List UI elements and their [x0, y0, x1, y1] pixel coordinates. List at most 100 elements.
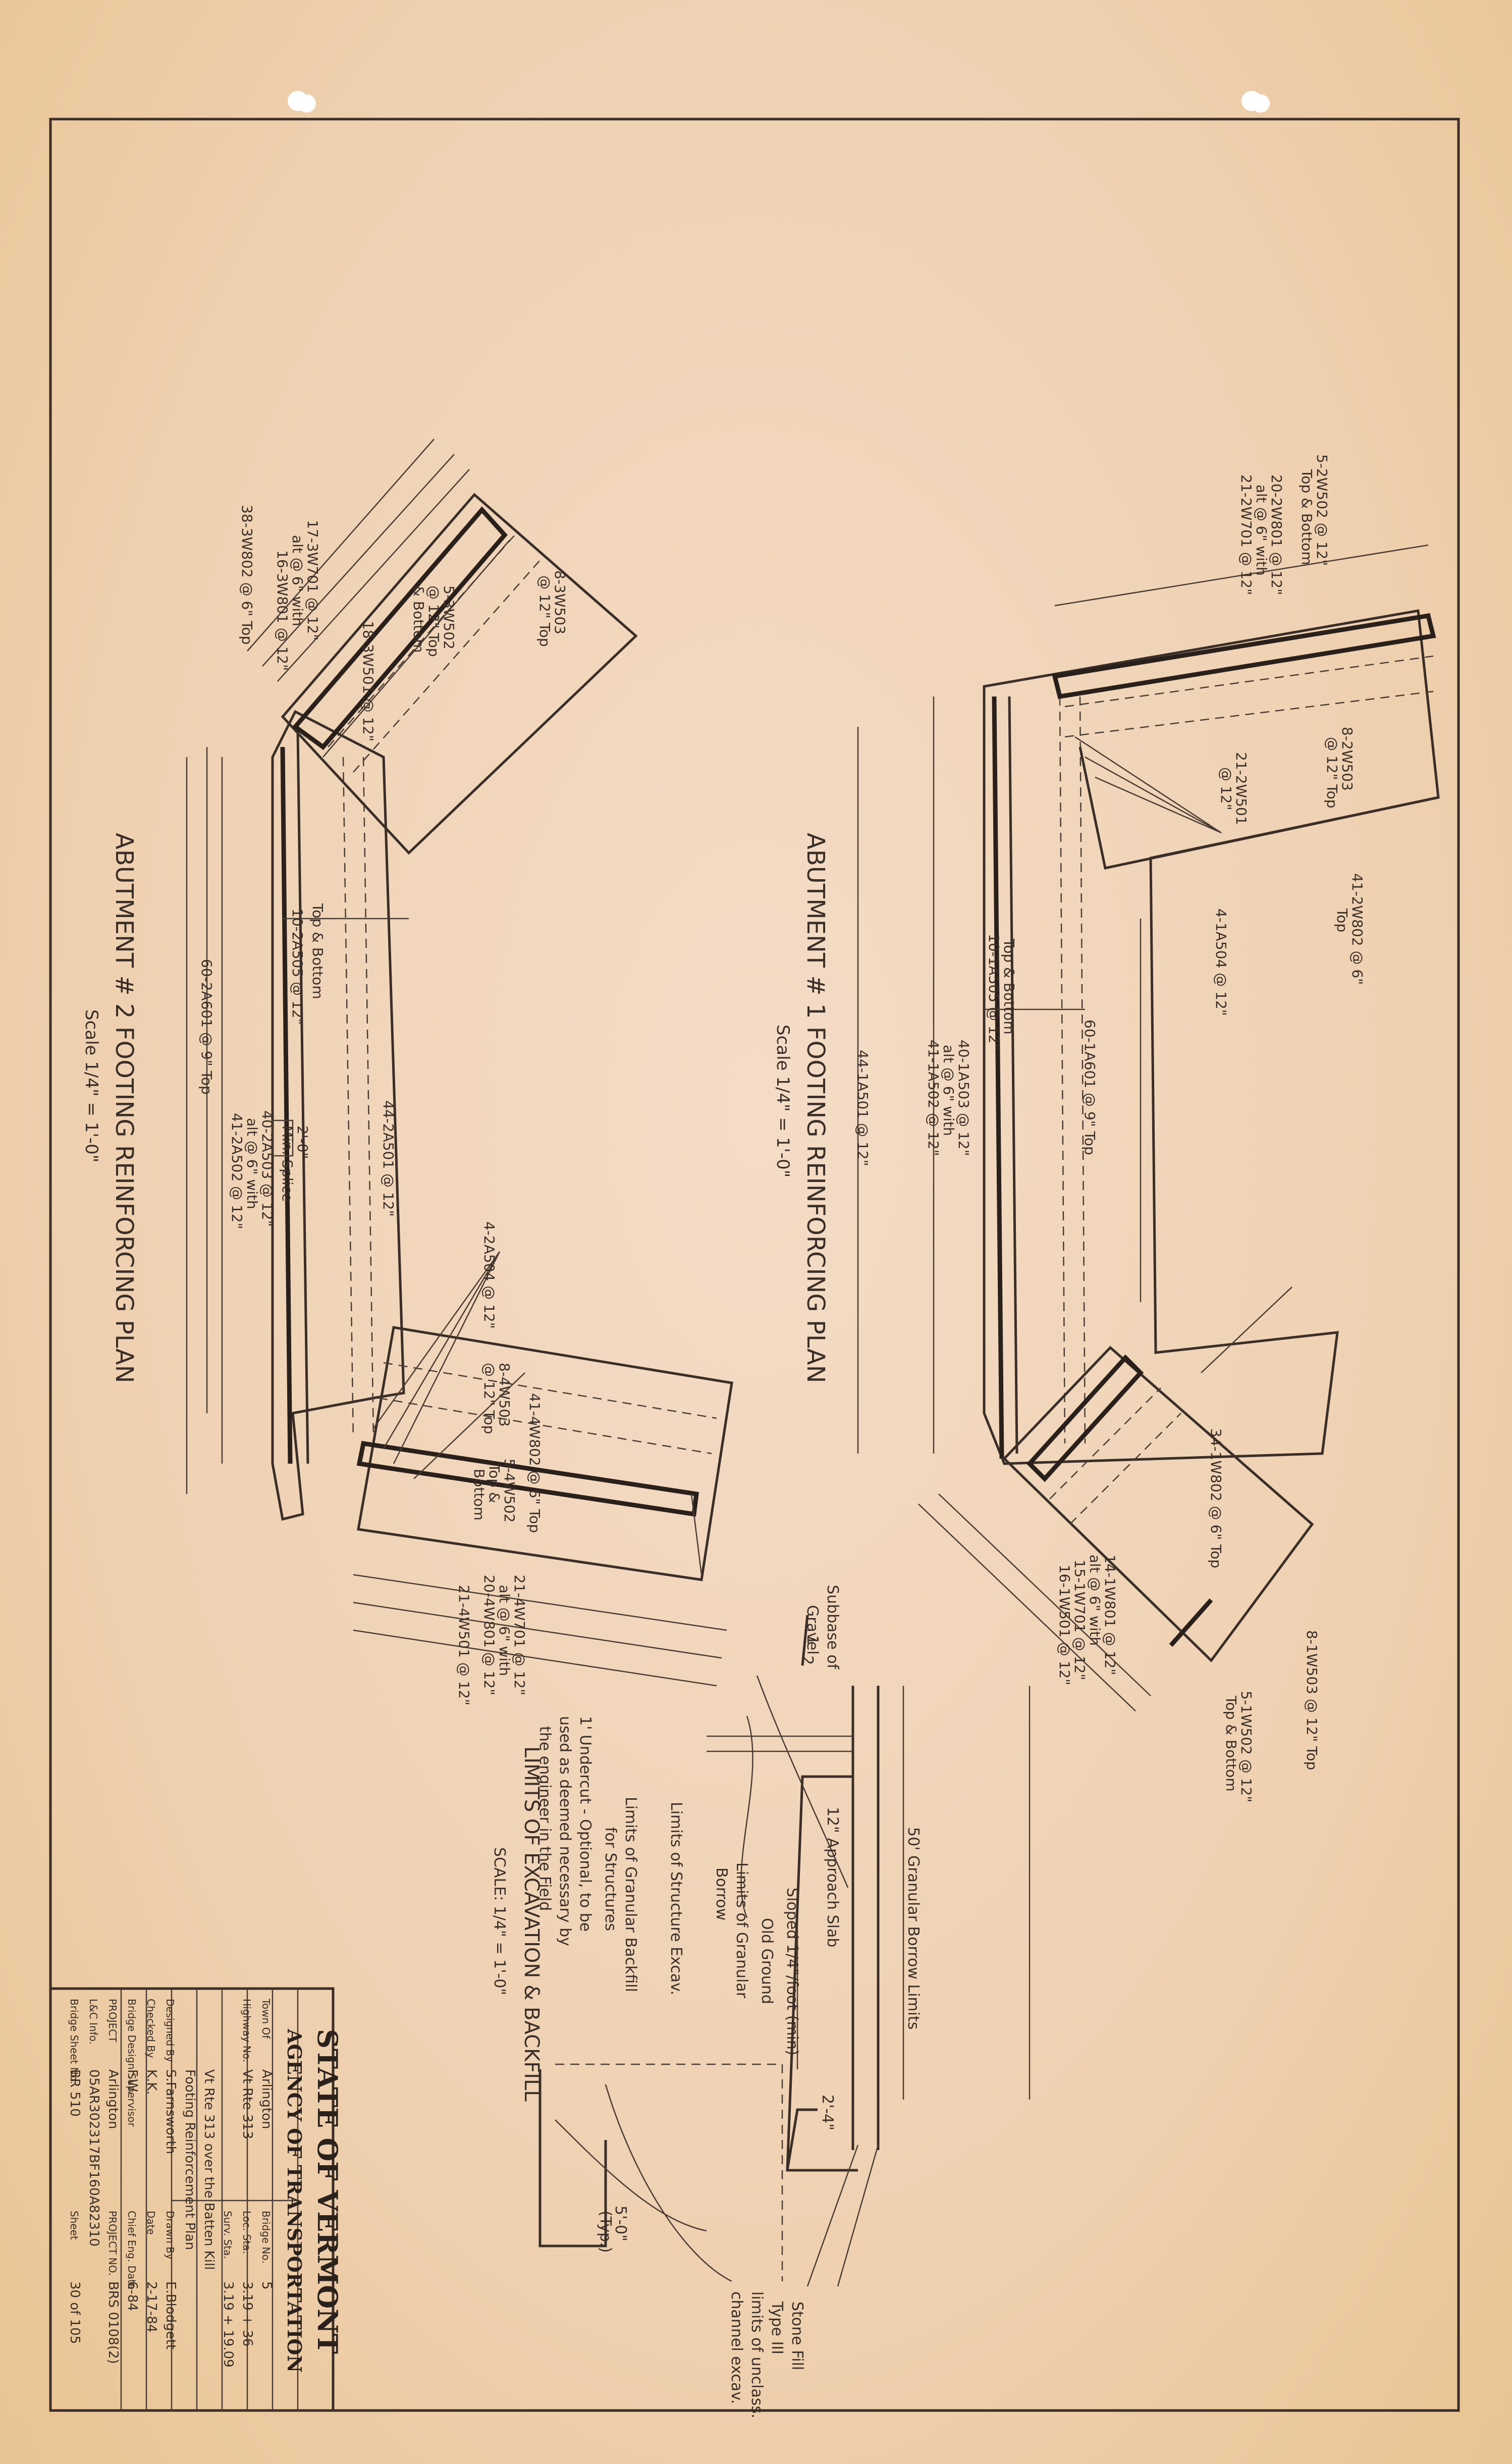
- abutment1-label: 4-1A504 @ 12": [1213, 908, 1229, 1016]
- abutment2-label: @ 12" Top: [425, 585, 442, 657]
- abutment2-label: 16-3W801 @ 12": [274, 550, 291, 671]
- title-block-label: L&C Info.: [87, 1999, 99, 2045]
- abutment2-label: 41-2A502 @ 12": [229, 1113, 245, 1229]
- abutment1-label: 5-1W502 @ 12": [1238, 1691, 1255, 1802]
- abutment2-label: Min. Splice: [279, 1126, 296, 1202]
- abutment2-label: 5-4W502: [501, 1459, 518, 1523]
- limits-label: (Typ.): [597, 2211, 614, 2253]
- title-block-label: Bridge No.: [260, 2211, 272, 2264]
- abutment1-label: alt @ 6" with: [1087, 1555, 1103, 1646]
- abutment2-label: 18-3W501 @ 12": [360, 621, 376, 741]
- abutment1-label: 8-1W503 @ 12" Top: [1304, 1630, 1320, 1770]
- limits-label: 50' Granular Borrow Limits: [904, 1827, 922, 2029]
- title-block-label: Highway No.: [241, 1999, 253, 2062]
- abutment1-label: Top & Bottom: [1001, 938, 1017, 1035]
- abutment1-label: 8-2W503: [1339, 727, 1356, 791]
- title-block-label: Town Of: [260, 1998, 272, 2039]
- title-block-label: Loc. Sta.: [241, 2211, 253, 2254]
- abutment2-label: @ 12" Top: [536, 575, 553, 647]
- title-block-label: Bridge Design Supervisor: [126, 1999, 138, 2127]
- abutment1-label: 34-1W802 @ 6" Top: [1208, 1428, 1224, 1568]
- abutment1-label: 60-1A601 @ 9" Top: [1082, 1020, 1098, 1155]
- limits-label: 5'-0": [612, 2206, 629, 2241]
- abutment1-label: Top & Bottom: [1223, 1695, 1239, 1792]
- limits-label: Subbase of: [824, 1585, 841, 1670]
- abutment2-title: ABUTMENT # 2 FOOTING REINFORCING PLAN: [110, 833, 138, 1383]
- title-block-value: Arlington: [105, 2069, 121, 2129]
- abutment1-label: 21-2W701 @ 12": [1238, 474, 1255, 595]
- abutment2-scale: Scale 1/4" = 1'-0": [81, 1009, 101, 1162]
- limits-title: LIMITS OF EXCAVATION & BACKFILL: [520, 1746, 543, 2102]
- title-block-label: PROJECT: [106, 1999, 119, 2043]
- title-block-label: Designed By: [164, 1999, 176, 2062]
- abutment1-title: ABUTMENT # 1 FOOTING REINFORCING PLAN: [801, 833, 830, 1383]
- title-block-value: 05AR302317BF160A82310: [86, 2069, 101, 2246]
- title-block-value: BR 510: [67, 2069, 82, 2117]
- title-block-label: Drawn By: [164, 2211, 176, 2260]
- limits-label: used as deemed necessary by: [556, 1716, 574, 1946]
- abutment2-label: 10-2A505 @ 12": [289, 908, 306, 1025]
- title-block-value: Vt Rte 313 over the Batten Kill: [201, 2069, 217, 2270]
- limits-label: Limits of Granular: [733, 1862, 750, 1999]
- abutment1-label: 15-1W701 @ 12": [1071, 1560, 1088, 1680]
- abutment2-label: 8-3W503: [552, 570, 568, 634]
- abutment2-label: 21-4W501 @ 12": [456, 1585, 472, 1705]
- abutment2-label: 38-3W802 @ 6" Top: [239, 505, 255, 645]
- abutment2-label: alt @ 6" with: [289, 535, 306, 626]
- abutment2-label: 17-3W701 @ 12": [304, 520, 321, 640]
- abutment2-label: & Bottom: [410, 585, 427, 653]
- abutment2-label: alt @ 6" with: [244, 1118, 260, 1209]
- abutment2-label: 20-4W801 @ 12": [481, 1575, 498, 1695]
- abutment2-label: Bottom: [471, 1469, 488, 1521]
- title-block-label: Bridge Sheet No.: [68, 1999, 80, 2084]
- abutment1-scale: Scale 1/4" = 1'-0": [773, 1025, 793, 1177]
- abutment2-label: 21-4W701 @ 12": [511, 1575, 528, 1695]
- title-block-value: F.W.: [125, 2069, 140, 2095]
- abutment1-label: alt @ 6" with: [940, 1045, 957, 1136]
- title-block-value: BRS 0108(2): [105, 2281, 121, 2364]
- title-block-label: Chief Eng. Date: [126, 2211, 138, 2289]
- limits-label: the engineer in the Field: [536, 1726, 554, 1911]
- title-block-value: 3.19 + 19.09: [221, 2281, 236, 2368]
- abutment2-label: @ 12" Top: [481, 1363, 498, 1434]
- abutment2-label: 60-2A601 @ 9" Top: [198, 959, 215, 1095]
- title-block-label: Surv. Sta.: [222, 2211, 234, 2259]
- title-block-label: Sheet: [68, 2211, 80, 2240]
- abutment1-label: 16-1W501 @ 12": [1056, 1565, 1073, 1685]
- abutment2-plan: [186, 439, 733, 1687]
- limits-scale: SCALE: 1/4" = 1'-0": [491, 1847, 508, 1995]
- title-block-value: 5: [259, 2281, 274, 2290]
- abutment2-label: 41-4W802 @ 6" Top: [526, 1393, 543, 1533]
- title-block-value: 2-17-84: [144, 2281, 159, 2332]
- title-block-label: Checked By: [145, 1999, 157, 2058]
- title-block-label: Date: [145, 2211, 157, 2235]
- limits-label: 1' Undercut - Optional, to be: [576, 1716, 594, 1932]
- limits-label: 2: [798, 1655, 816, 1665]
- abutment1-plan: [857, 544, 1440, 1711]
- abutment1-label: 5-2W502 @ 12": [1314, 454, 1330, 566]
- limits-label: Gravel: [803, 1605, 821, 1655]
- limits-label: 12" Approach Slab: [824, 1807, 841, 1947]
- abutment1-label: 41-1A502 @ 12": [925, 1040, 942, 1156]
- sheet-border: [49, 118, 1460, 2412]
- title-block-value: Footing Reinforcement Plan: [182, 2069, 197, 2250]
- abutment1-label: @ 12" Top: [1324, 737, 1340, 809]
- abutment1-label: @ 12": [1218, 767, 1234, 810]
- punch-holes: [288, 91, 1270, 113]
- abutment1-label: alt @ 6" with: [1253, 485, 1270, 576]
- title-block-value: 6-84: [125, 2281, 140, 2311]
- limits-section: [538, 1615, 1031, 2287]
- title-block-value: E.Blodgett: [163, 2281, 178, 2349]
- limits-label: Old Ground: [758, 1918, 776, 2004]
- abutment1-label: Top & Bottom: [1299, 469, 1315, 565]
- title-block-label: PROJECT NO.: [106, 2211, 119, 2276]
- abutment2-label: 8-4W503: [496, 1363, 513, 1427]
- abutment1-label: 14-1W801 @ 12": [1102, 1555, 1118, 1675]
- abutment1-label: 44-1A501 @ 12": [854, 1050, 871, 1166]
- abutment1-label: 40-1A503 @ 12": [955, 1040, 972, 1156]
- abutment2-label: 5-3W502: [441, 585, 457, 650]
- abutment2-label: 2'-0": [294, 1126, 311, 1159]
- abutment2-label: alt @ 6" with: [496, 1585, 513, 1676]
